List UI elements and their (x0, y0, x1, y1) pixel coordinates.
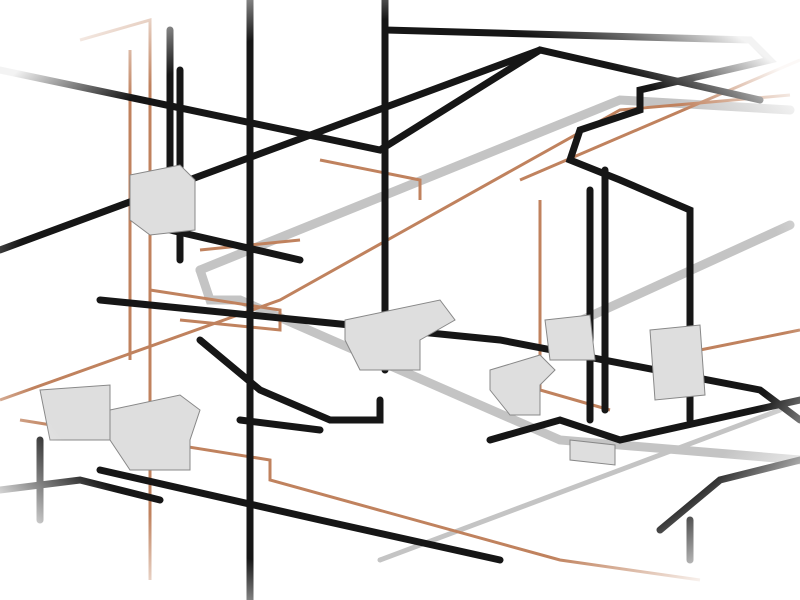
cabinet-fixture (544, 314, 596, 361)
cabinet-fixture (129, 164, 196, 236)
sink-fixture (109, 394, 201, 471)
sink-fixture (39, 384, 111, 441)
cabinet-fixture (649, 324, 706, 401)
sink-fixture (489, 354, 556, 416)
tank-fixture (569, 439, 616, 466)
